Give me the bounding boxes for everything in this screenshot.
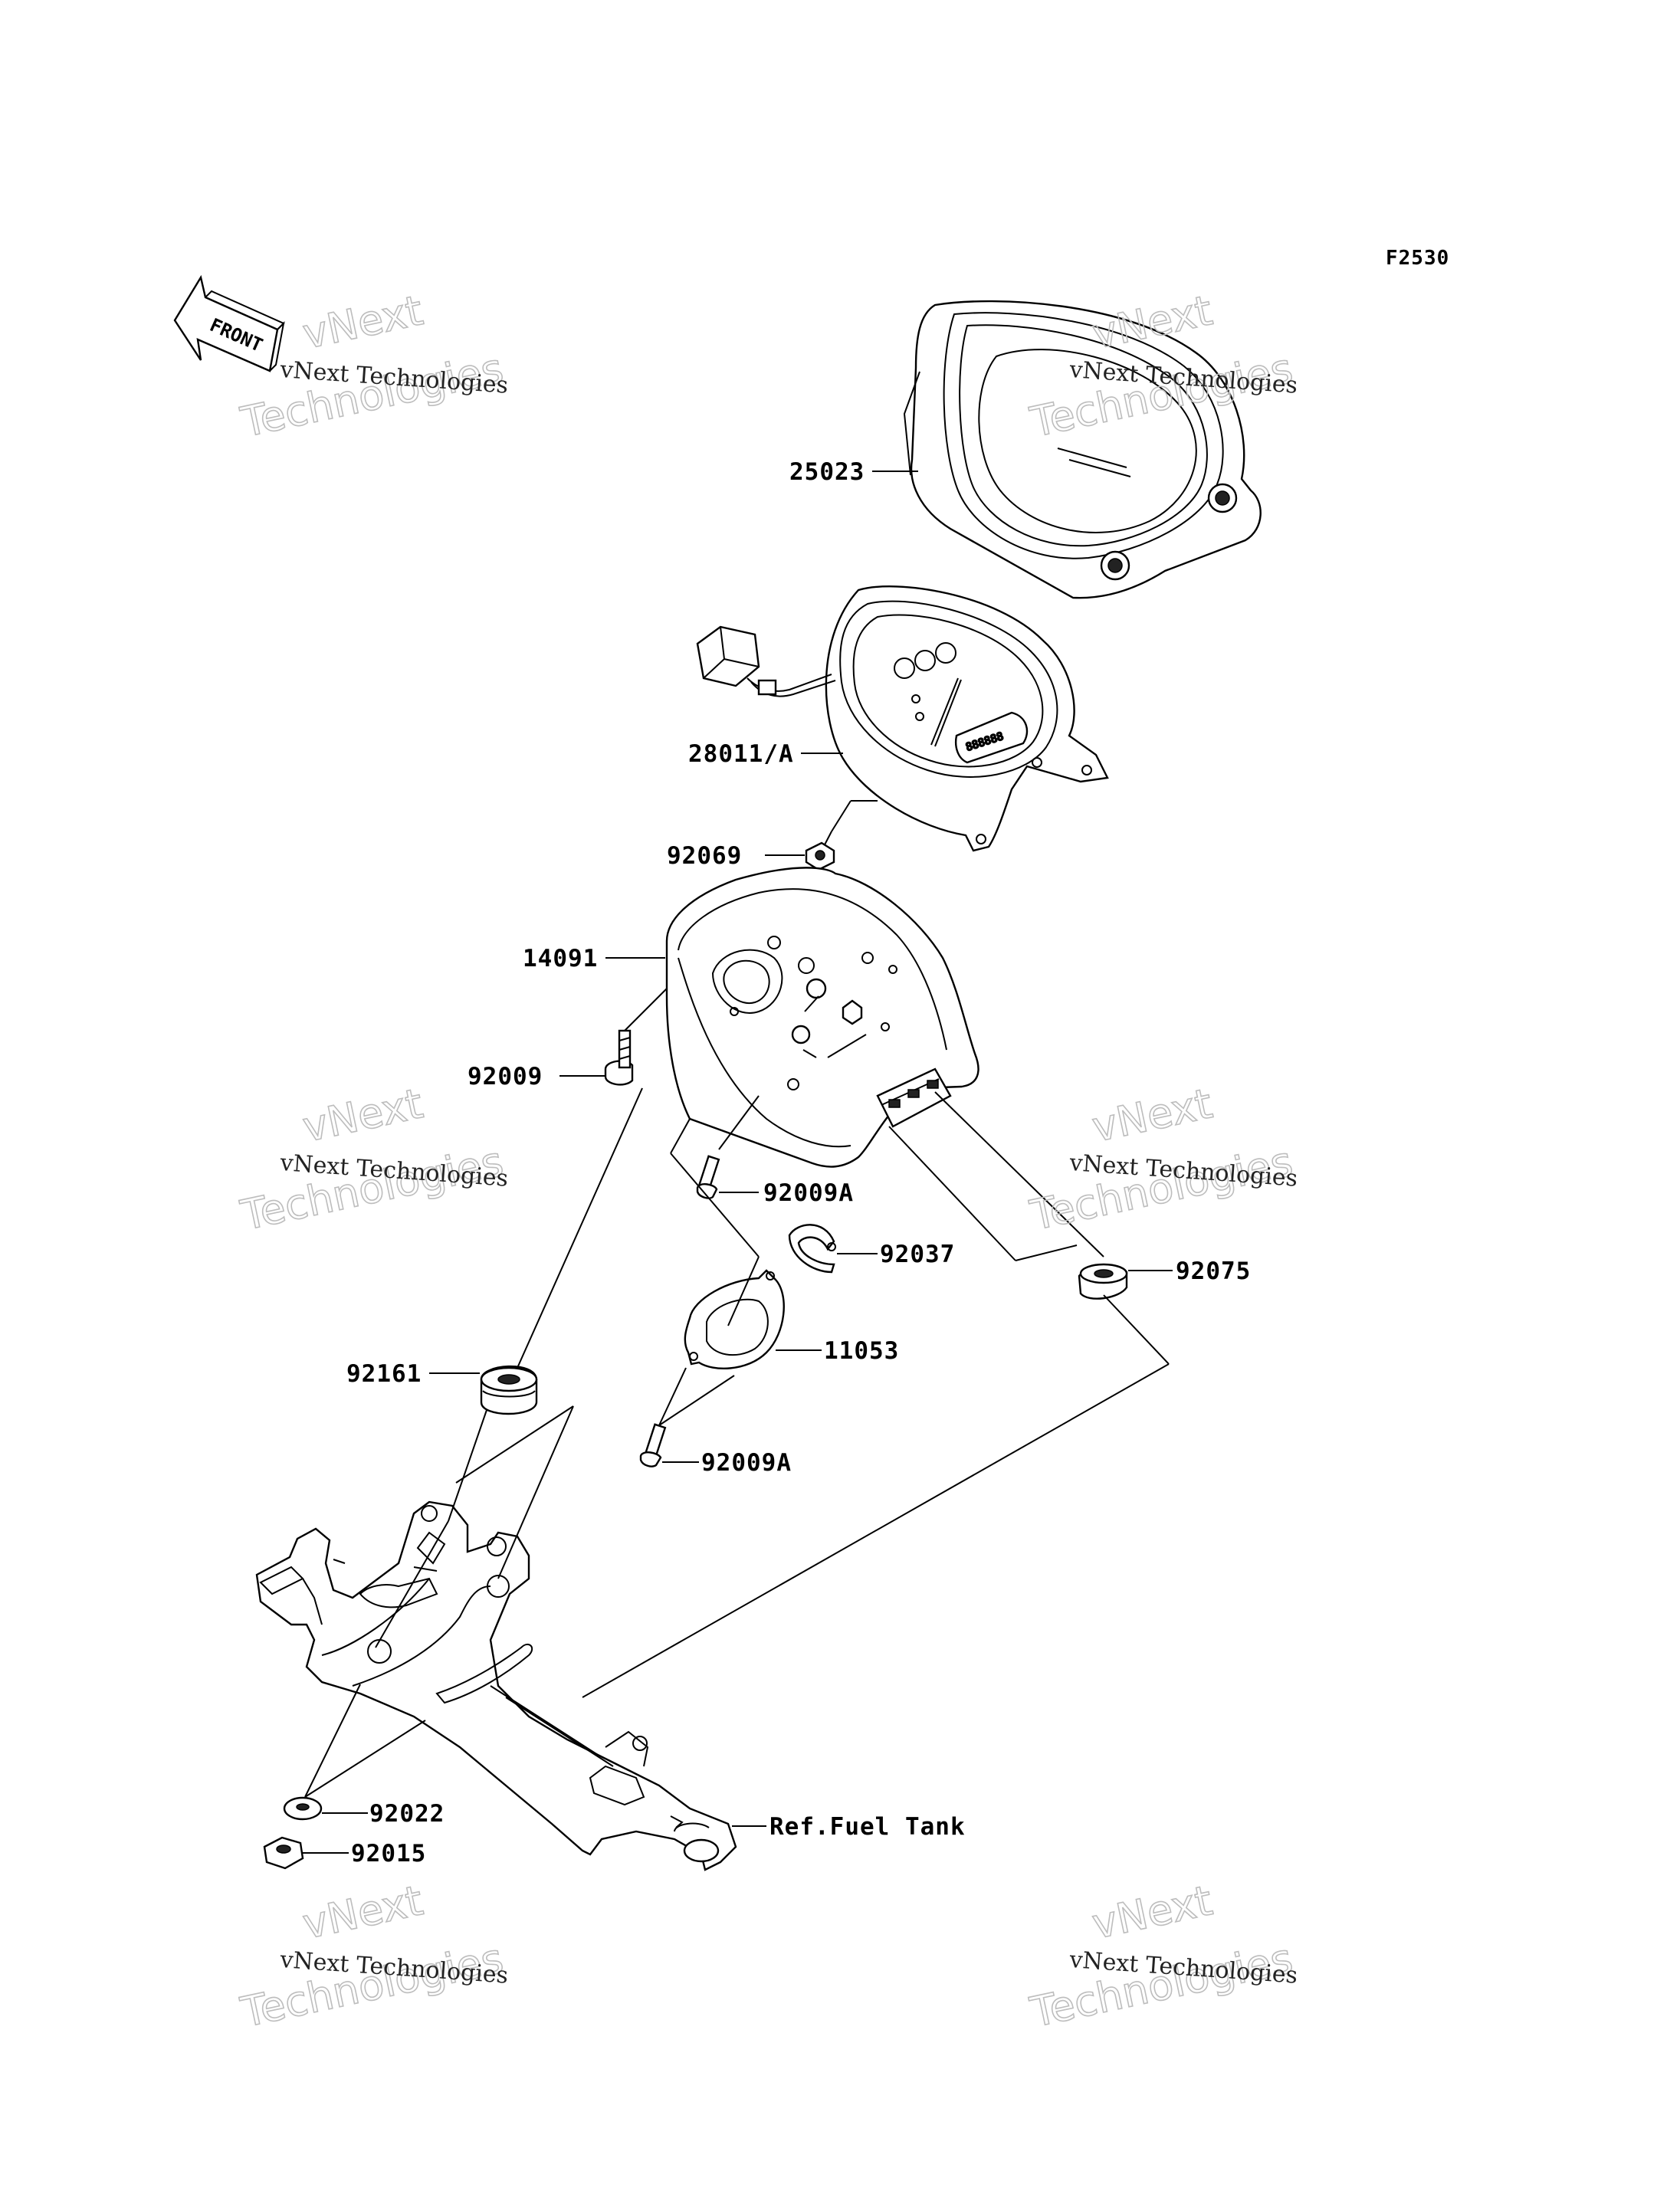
grommet-92075-part: [1078, 1263, 1128, 1300]
label-92069: 92069: [667, 842, 742, 870]
clamp-92037-part: [788, 1224, 836, 1274]
watermark-bottom-left: vNext Technologies vNext Technologies: [236, 1875, 509, 2037]
damper-92161-part: [480, 1365, 538, 1415]
watermark-top-left: vNext Technologies vNext Technologies: [236, 285, 509, 447]
label-92009a-lower: 92009A: [701, 1449, 792, 1477]
svg-text:vNext: vNext: [299, 286, 427, 358]
washer-92022-part: [283, 1796, 323, 1821]
watermark-bottom-right: vNext Technologies vNext Technologies: [1025, 1875, 1298, 2037]
screw-92009-part: [604, 1029, 634, 1086]
svg-text:vNext: vNext: [299, 1876, 427, 1948]
mounting-bracket-part: [255, 1500, 737, 1871]
label-25023: 25023: [789, 458, 865, 486]
front-arrow-icon: FRONT: [173, 274, 285, 372]
label-92009a-upper: 92009A: [763, 1179, 854, 1207]
meter-case-part: [665, 867, 979, 1168]
label-14091: 14091: [523, 945, 598, 972]
svg-text:vNext: vNext: [1088, 1876, 1216, 1948]
label-92161: 92161: [346, 1360, 422, 1388]
screw-92009a-upper-part: [696, 1155, 720, 1199]
label-92009: 92009: [468, 1063, 543, 1090]
label-92075: 92075: [1176, 1258, 1251, 1285]
label-28011a: 28011/A: [688, 740, 794, 768]
nut-92069-part: [805, 841, 835, 871]
label-11053: 11053: [824, 1337, 899, 1365]
screw-92009a-lower-part: [639, 1423, 667, 1467]
watermark-mid-left: vNext Technologies vNext Technologies: [236, 1078, 509, 1240]
svg-text:vNext: vNext: [1088, 1079, 1216, 1151]
nut-92015-part: [263, 1836, 304, 1870]
label-92015: 92015: [351, 1840, 426, 1867]
watermark-mid-right: vNext Technologies vNext Technologies: [1025, 1078, 1298, 1240]
meter-cover-part: [903, 300, 1262, 599]
svg-text:vNext: vNext: [299, 1079, 427, 1151]
label-92037: 92037: [880, 1241, 955, 1268]
diagram-code: F2530: [1386, 247, 1449, 270]
label-ref-fuel-tank: Ref.Fuel Tank: [769, 1813, 966, 1841]
meter-assembly-part: 888888: [696, 585, 1109, 852]
label-92022: 92022: [369, 1800, 445, 1828]
ring-bracket-11053-part: [684, 1269, 785, 1369]
